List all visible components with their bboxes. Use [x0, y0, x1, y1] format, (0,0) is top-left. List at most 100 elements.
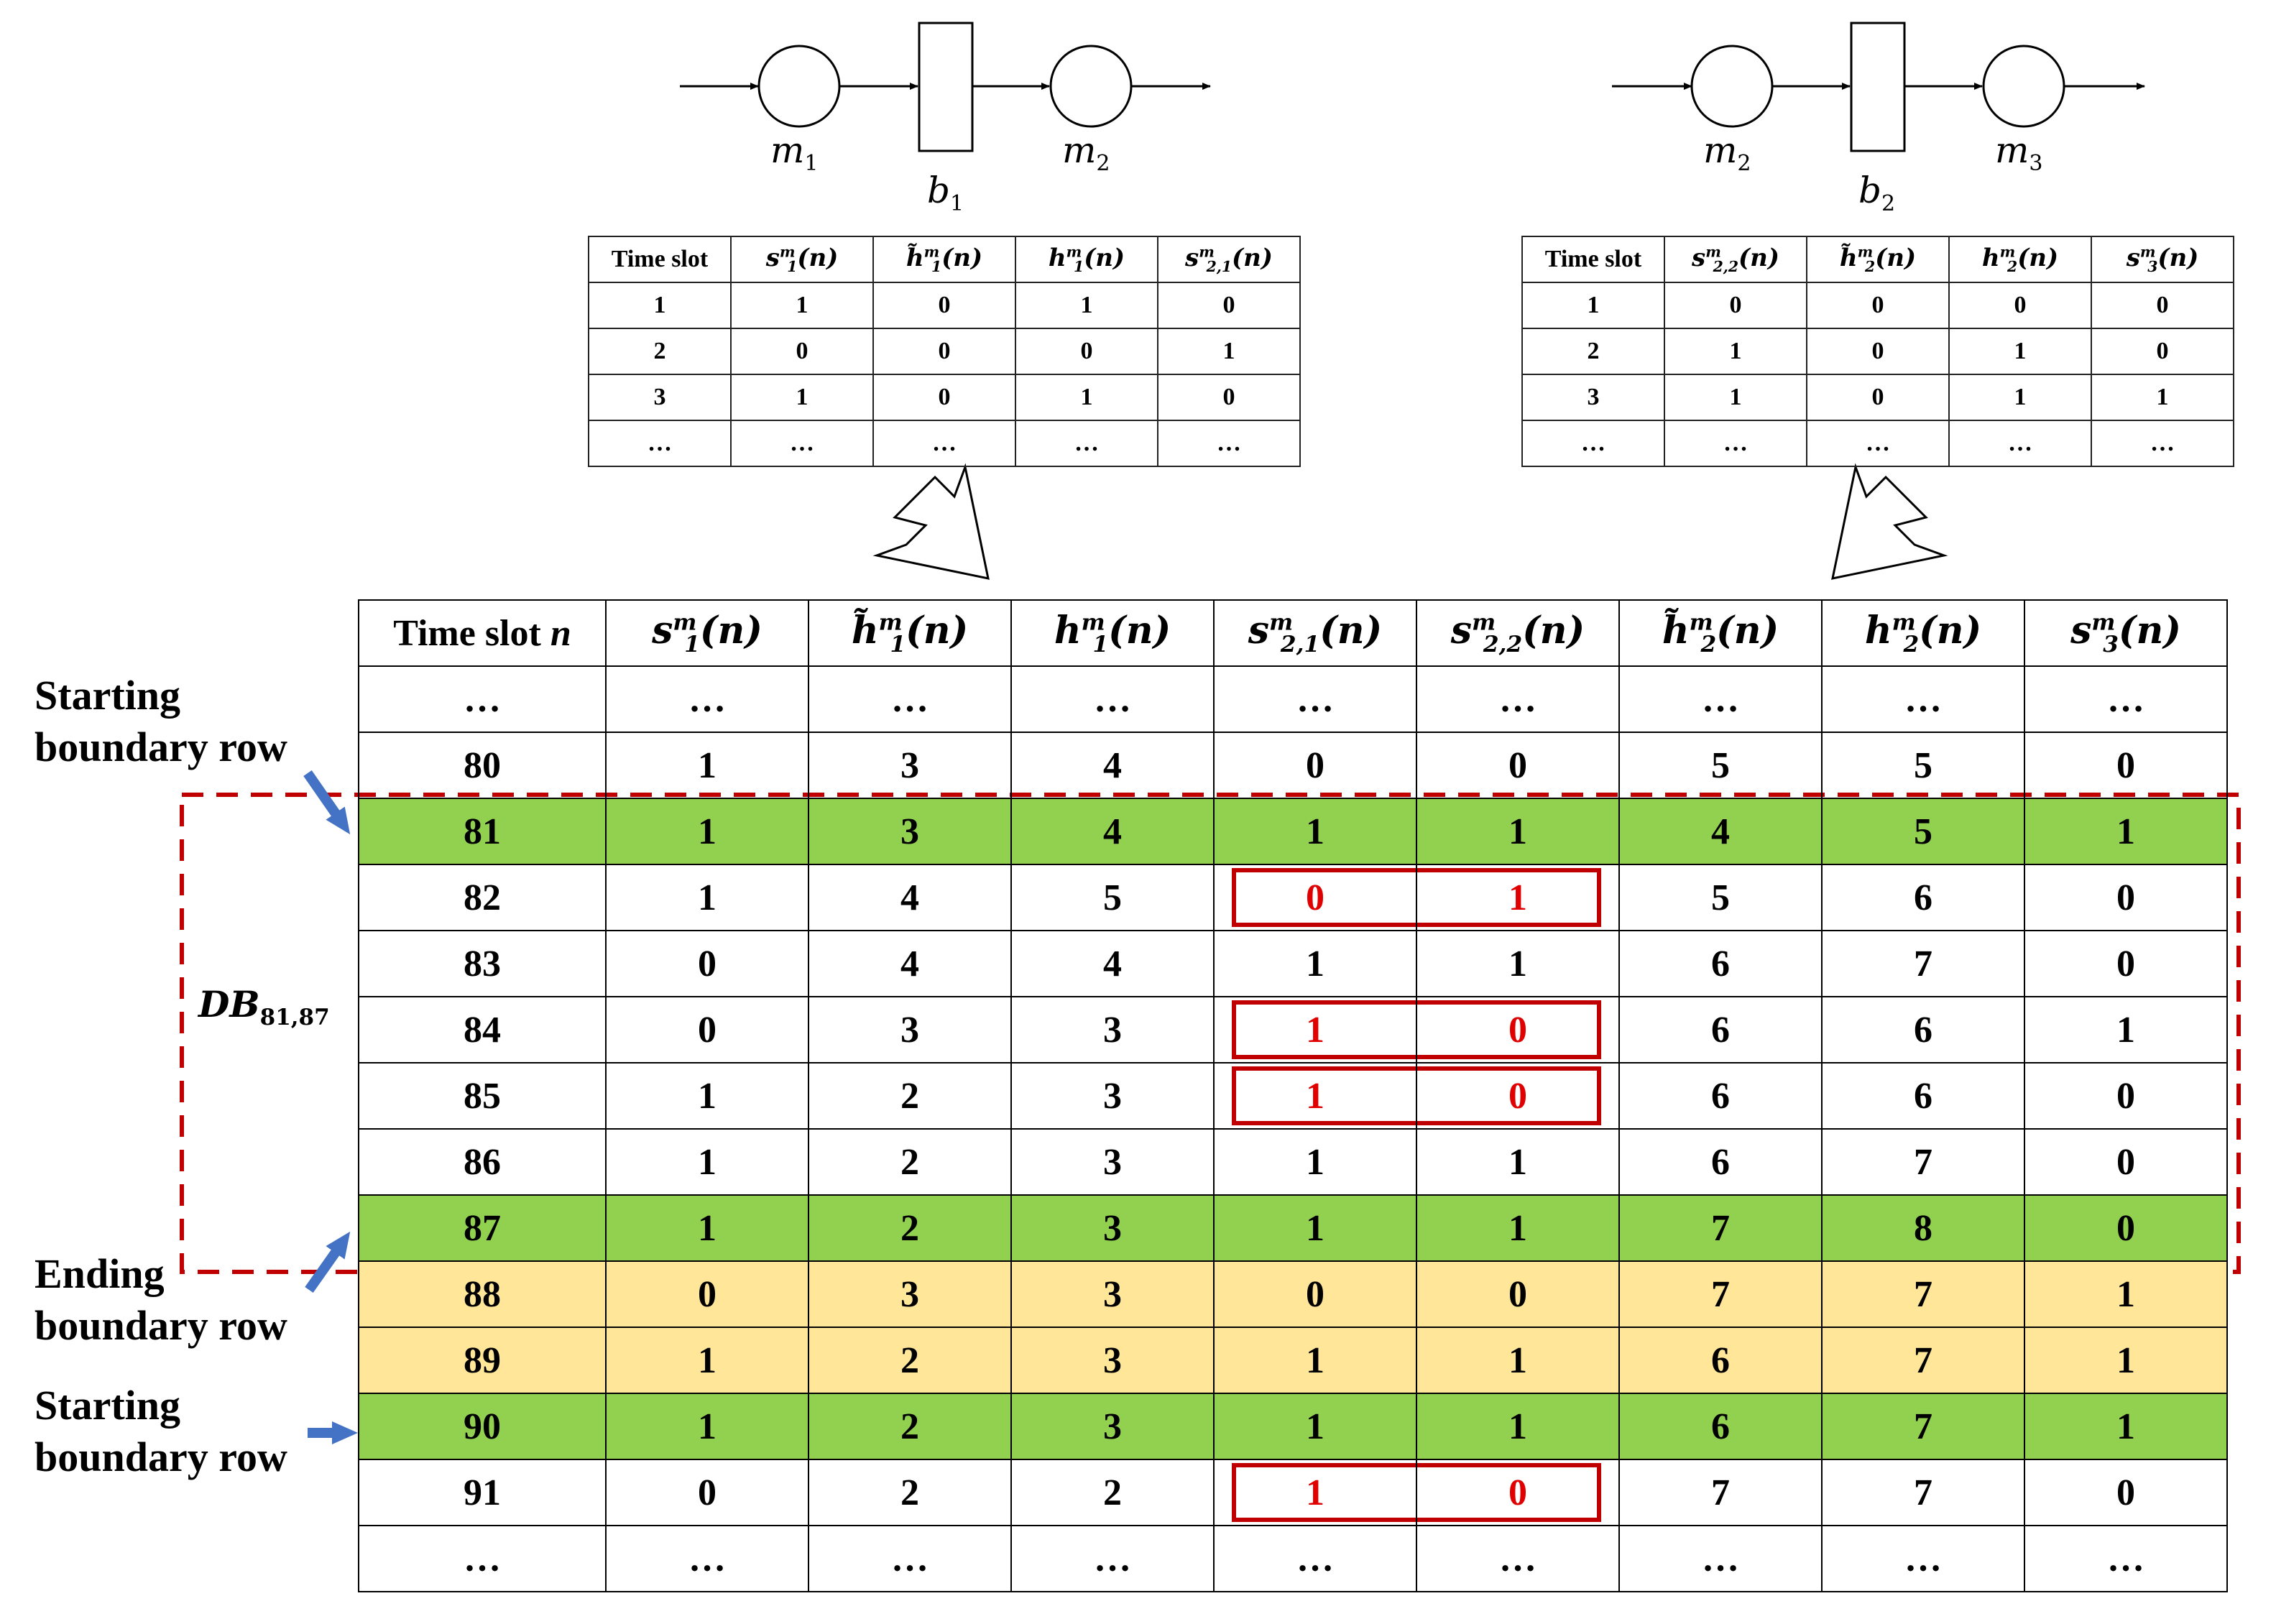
main-cell: 90 — [358, 1393, 607, 1460]
label-b2: b2 — [1858, 170, 1896, 216]
main-cell: … — [1821, 665, 2025, 733]
right-table-row: …………… — [1521, 420, 2234, 467]
main-cell: 7 — [1618, 1194, 1823, 1262]
main-header-math: h̃m1(n) — [851, 609, 969, 658]
right-table-cell: 0 — [1948, 282, 2092, 329]
main-cell: 6 — [1618, 930, 1823, 997]
main-cell: 1 — [2024, 996, 2228, 1064]
right-table-cell: 0 — [1664, 282, 1807, 329]
main-cell: … — [1010, 665, 1215, 733]
left-table-cell: 1 — [730, 282, 874, 329]
right-table-header-cell: Time slot — [1521, 236, 1665, 283]
right-table-cell: 0 — [1806, 328, 1950, 375]
label-m2: m2 — [1062, 129, 1110, 176]
right-table-header-cell: hm2(n) — [1948, 236, 2092, 283]
main-cell: 91 — [358, 1459, 607, 1526]
main-cell: … — [808, 665, 1012, 733]
main-cell: 1 — [2024, 1393, 2228, 1460]
left-table-header-cell: Time slot — [588, 236, 732, 283]
main-cell: 82 — [358, 864, 607, 931]
left-table-header-cell: sm2,1(n) — [1157, 236, 1301, 283]
main-header-math: sm1(n) — [652, 609, 762, 658]
main-cell: 3 — [1010, 996, 1215, 1064]
main-cell: 0 — [605, 1260, 809, 1328]
main-cell: … — [808, 1525, 1012, 1592]
main-cell: 1 — [605, 864, 809, 931]
main-header-cell: sm1(n) — [605, 599, 809, 667]
machine-node-m1 — [757, 45, 841, 128]
main-cell: 0 — [1416, 996, 1620, 1064]
main-cell: 1 — [1416, 1393, 1620, 1460]
main-cell: 1 — [1416, 1128, 1620, 1196]
main-cell: 6 — [1618, 1393, 1823, 1460]
machine-node-m2-right — [1690, 45, 1774, 128]
right-table-cell: 0 — [1806, 374, 1950, 421]
main-cell: 1 — [1213, 798, 1417, 865]
starting-boundary-label-2: Starting boundary row — [34, 1382, 287, 1480]
main-cell: 0 — [2024, 930, 2228, 997]
right-table-header-cell: sm3(n) — [2091, 236, 2234, 283]
left-table-header-math: sm1(n) — [765, 243, 839, 276]
main-cell: 83 — [358, 930, 607, 997]
left-table-cell: 1 — [1157, 328, 1301, 375]
main-cell: 88 — [358, 1260, 607, 1328]
left-table-cell: 0 — [872, 374, 1016, 421]
main-cell: 1 — [605, 1393, 809, 1460]
main-cell: 0 — [605, 930, 809, 997]
right-flow-diagram — [1612, 22, 2145, 152]
main-cell: 7 — [1821, 1260, 2025, 1328]
main-cell: 87 — [358, 1194, 607, 1262]
main-header-cell: h̃m2(n) — [1618, 599, 1823, 667]
left-table-cell: 3 — [588, 374, 732, 421]
left-table-cell: … — [872, 420, 1016, 467]
main-cell: 5 — [1618, 864, 1823, 931]
main-header-math: hm1(n) — [1054, 609, 1171, 658]
main-cell: 6 — [1618, 996, 1823, 1064]
main-cell: 3 — [808, 732, 1012, 799]
main-cell: 3 — [1010, 1194, 1215, 1262]
main-header-cell: sm2,2(n) — [1416, 599, 1620, 667]
main-cell: 86 — [358, 1128, 607, 1196]
main-cell: … — [605, 1525, 809, 1592]
main-cell: 4 — [1010, 732, 1215, 799]
right-table-cell: 1 — [1948, 328, 2092, 375]
main-cell: 1 — [1416, 864, 1620, 931]
main-cell: 6 — [1821, 864, 2025, 931]
main-cell: 0 — [2024, 1459, 2228, 1526]
main-cell: 1 — [2024, 798, 2228, 865]
main-header-math: sm2,2(n) — [1450, 609, 1585, 658]
main-cell: 1 — [605, 732, 809, 799]
right-table-cell: 0 — [2091, 282, 2234, 329]
main-header-math: hm2(n) — [1864, 609, 1982, 658]
main-cell: 0 — [1416, 1459, 1620, 1526]
main-cell: 1 — [605, 1194, 809, 1262]
main-cell: 1 — [1213, 1062, 1417, 1130]
left-table-header-math: hm1(n) — [1048, 243, 1125, 276]
main-cell: 0 — [2024, 864, 2228, 931]
main-header-cell: h̃m1(n) — [808, 599, 1012, 667]
main-cell: 3 — [1010, 1260, 1215, 1328]
main-cell: 2 — [808, 1194, 1012, 1262]
main-cell: 4 — [808, 930, 1012, 997]
left-flow-diagram — [680, 22, 1211, 152]
main-cell: 0 — [1416, 1260, 1620, 1328]
main-cell: 1 — [1213, 1393, 1417, 1460]
buffer-node-b1 — [918, 22, 974, 152]
left-table-cell: 0 — [730, 328, 874, 375]
main-header-math: sm3(n) — [2070, 609, 2181, 658]
right-table-header-math: hm2(n) — [1981, 243, 2059, 276]
main-cell: 8 — [1821, 1194, 2025, 1262]
left-table-cell: 0 — [1157, 374, 1301, 421]
